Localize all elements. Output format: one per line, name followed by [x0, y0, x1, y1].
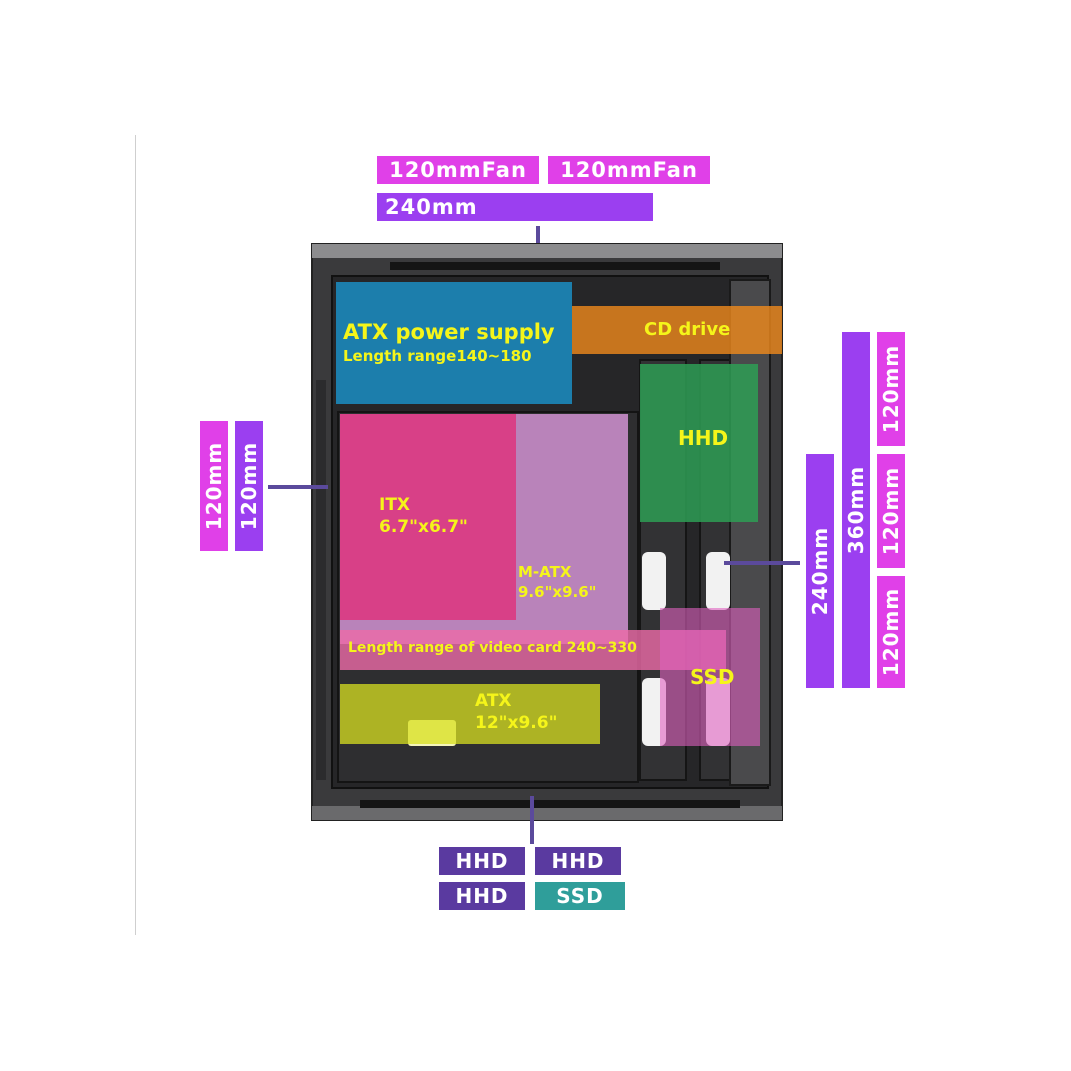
case-top-rim	[312, 244, 782, 258]
psu-title: ATX power supply	[343, 320, 555, 344]
left-fan-text-purple: 120mm	[237, 441, 261, 531]
left-fan-text-pink: 120mm	[202, 441, 226, 531]
right-radiator-240-label: 240mm	[806, 454, 834, 688]
top-radiator-label: 240mm	[377, 193, 653, 221]
left-fan-label-purple: 120mm	[235, 421, 263, 551]
itx-overlay	[340, 414, 516, 620]
atx-name: ATX	[475, 691, 512, 711]
bottom-vent-strip	[360, 800, 740, 808]
right-fan-text-b: 120mm	[879, 466, 903, 556]
right-fan-label-c: 120mm	[877, 576, 905, 688]
top-fan-label-2: 120mmFan	[548, 156, 710, 184]
cd-drive-label: CD drive	[644, 319, 731, 340]
video-card-label: Length range of video card 240~330	[348, 640, 637, 656]
hhd-label: HHD	[678, 426, 729, 450]
right-radiator-240-text: 240mm	[808, 526, 832, 616]
expansion-rail	[316, 380, 326, 780]
drive-slot	[642, 552, 666, 610]
right-fan-text-c: 120mm	[879, 587, 903, 677]
right-fan-text-a: 120mm	[879, 344, 903, 434]
bottom-hhd-label-2: HHD	[535, 847, 621, 875]
hhd-overlay	[640, 364, 758, 522]
right-fan-label-b: 120mm	[877, 454, 905, 568]
bottom-hhd-label-1: HHD	[439, 847, 525, 875]
bottom-ssd-label: SSD	[535, 882, 625, 910]
left-connector-line	[268, 485, 328, 489]
top-fan-label-1: 120mmFan	[377, 156, 539, 184]
cd-drive-overlay	[572, 306, 782, 354]
right-radiator-360-label: 360mm	[842, 332, 870, 688]
matx-name: M-ATX	[518, 563, 572, 581]
itx-size: 6.7"x6.7"	[379, 517, 468, 537]
right-fan-label-a: 120mm	[877, 332, 905, 446]
right-radiator-360-text: 360mm	[844, 465, 868, 555]
itx-name: ITX	[379, 495, 411, 515]
left-divider	[135, 135, 136, 935]
psu-overlay	[336, 282, 572, 404]
left-fan-label-pink: 120mm	[200, 421, 228, 551]
right-connector-line	[724, 561, 800, 565]
atx-size: 12"x9.6"	[475, 713, 558, 733]
matx-size: 9.6"x9.6"	[518, 583, 597, 601]
top-vent-strip	[390, 262, 720, 270]
case-bottom-rim	[312, 806, 782, 820]
bottom-hhd-label-3: HHD	[439, 882, 525, 910]
atx-overlay	[340, 684, 600, 744]
ssd-label: SSD	[690, 665, 735, 689]
psu-range: Length range140~180	[343, 347, 532, 365]
ssd-overlay	[660, 608, 760, 746]
bottom-connector-line	[530, 796, 534, 844]
drive-slot	[706, 552, 730, 610]
